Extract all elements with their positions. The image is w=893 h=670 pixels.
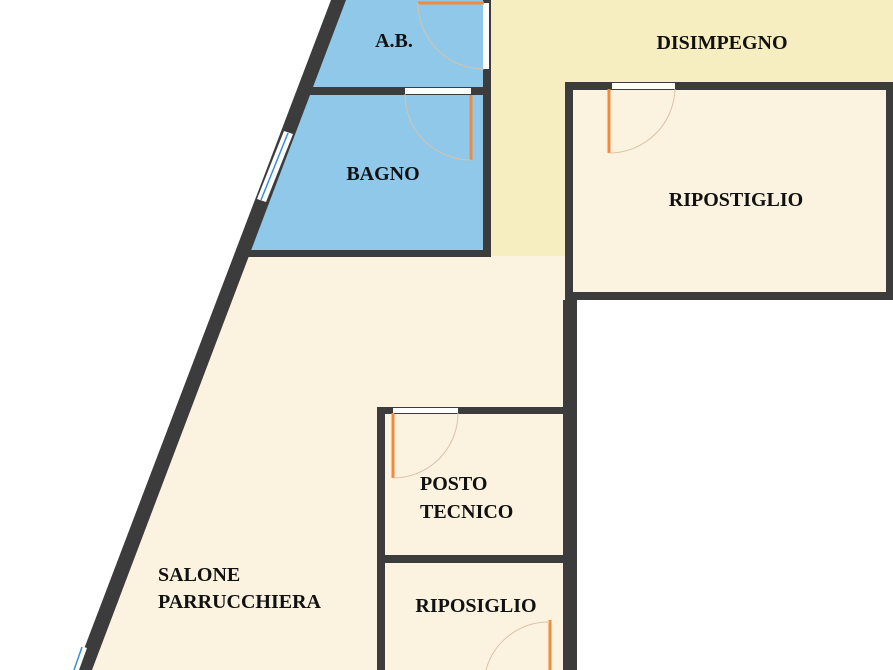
door-bagno[interactable] [404,93,473,161]
wall-ripostiglio-top [565,82,893,90]
wall-ab-bagno [308,87,490,95]
wall-posto-tecnico-left [377,407,385,670]
label-riposiglio: RIPOSIGLIO [415,595,536,617]
door-opening-ab [483,3,489,69]
room-ab-floor [305,0,488,91]
room-riposiglio-floor [381,561,567,670]
label-ripostiglio: RIPOSTIGLIO [669,189,803,211]
wall-posto-tecnico-top [377,407,567,414]
label-disimpegno: DISIMPEGNO [656,32,787,54]
label-salone-line2: PARRUCCHIERA [158,591,322,613]
wall-bagno-bottom [243,250,491,257]
window-bagno [257,131,293,202]
door-ab[interactable] [417,1,485,70]
door-opening-ripostiglio [612,83,675,89]
wall-east [886,82,893,300]
wall-bathroom-right [483,0,491,257]
window-salone [70,645,87,670]
label-ab: A.B. [375,30,413,52]
room-ripostiglio-floor [570,86,893,296]
wall-posto-tecnico-bottom [377,555,567,563]
door-posto-tecnico[interactable] [391,412,459,479]
label-bagno: BAGNO [346,163,419,185]
room-disimpegno-floor [488,0,893,256]
door-opening-posto-tecnico [393,408,458,413]
door-riposiglio[interactable] [485,620,552,670]
wall-ripostiglio-bottom [565,292,893,300]
door-opening-bagno [405,88,471,94]
wall-salone-right [563,300,577,670]
room-posto-tecnico-floor [381,411,567,559]
label-posto-tecnico-line2: TECNICO [420,501,513,523]
door-ripostiglio[interactable] [607,88,676,154]
room-bagno-floor [243,91,488,253]
label-posto-tecnico-line1: POSTO [420,473,487,495]
wall-ripostiglio-left [565,82,573,300]
label-salone-line1: SALONE [158,564,240,586]
